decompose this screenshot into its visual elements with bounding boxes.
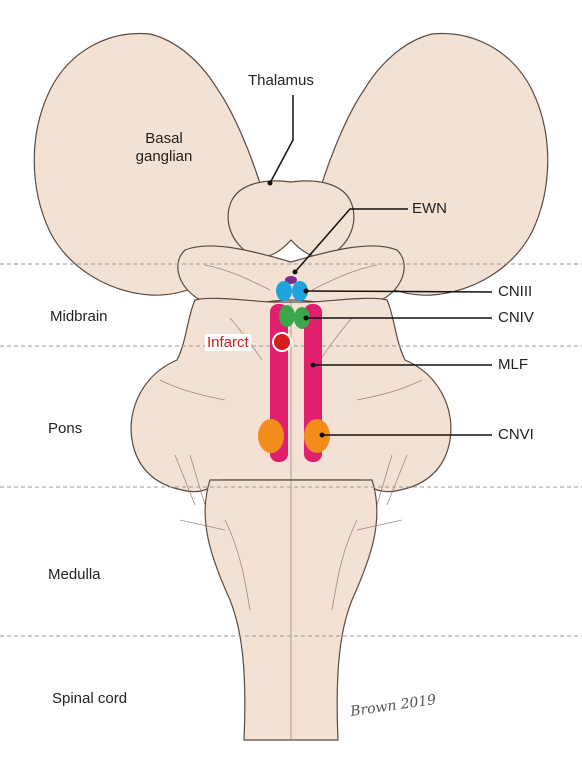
- basal-ganglia-label: Basal ganglian: [118, 130, 210, 166]
- cniii-nucleus-left: [276, 281, 292, 301]
- infarct-label: Infarct: [205, 334, 251, 351]
- cniii-leader: [306, 291, 492, 292]
- thalamus-leader: [270, 95, 293, 183]
- cniv-nucleus-left: [279, 305, 295, 327]
- thalamus-label: Thalamus: [248, 72, 314, 90]
- spinal-cord-label: Spinal cord: [52, 690, 127, 708]
- cniv-label: CNIV: [498, 309, 534, 327]
- cnvi-nucleus-right: [304, 419, 330, 453]
- cnvi-label: CNVI: [498, 426, 534, 444]
- pons-label: Pons: [48, 420, 82, 438]
- midbrain-label: Midbrain: [50, 308, 108, 326]
- infarct-marker: [273, 333, 291, 351]
- medulla-label: Medulla: [48, 566, 101, 584]
- thalamus-body: [228, 181, 354, 257]
- mlf-label: MLF: [498, 356, 528, 374]
- cnvi-nucleus-left: [258, 419, 284, 453]
- ewn-label: EWN: [412, 200, 447, 218]
- cniii-label: CNIII: [498, 283, 532, 301]
- midbrain-upper: [178, 246, 404, 305]
